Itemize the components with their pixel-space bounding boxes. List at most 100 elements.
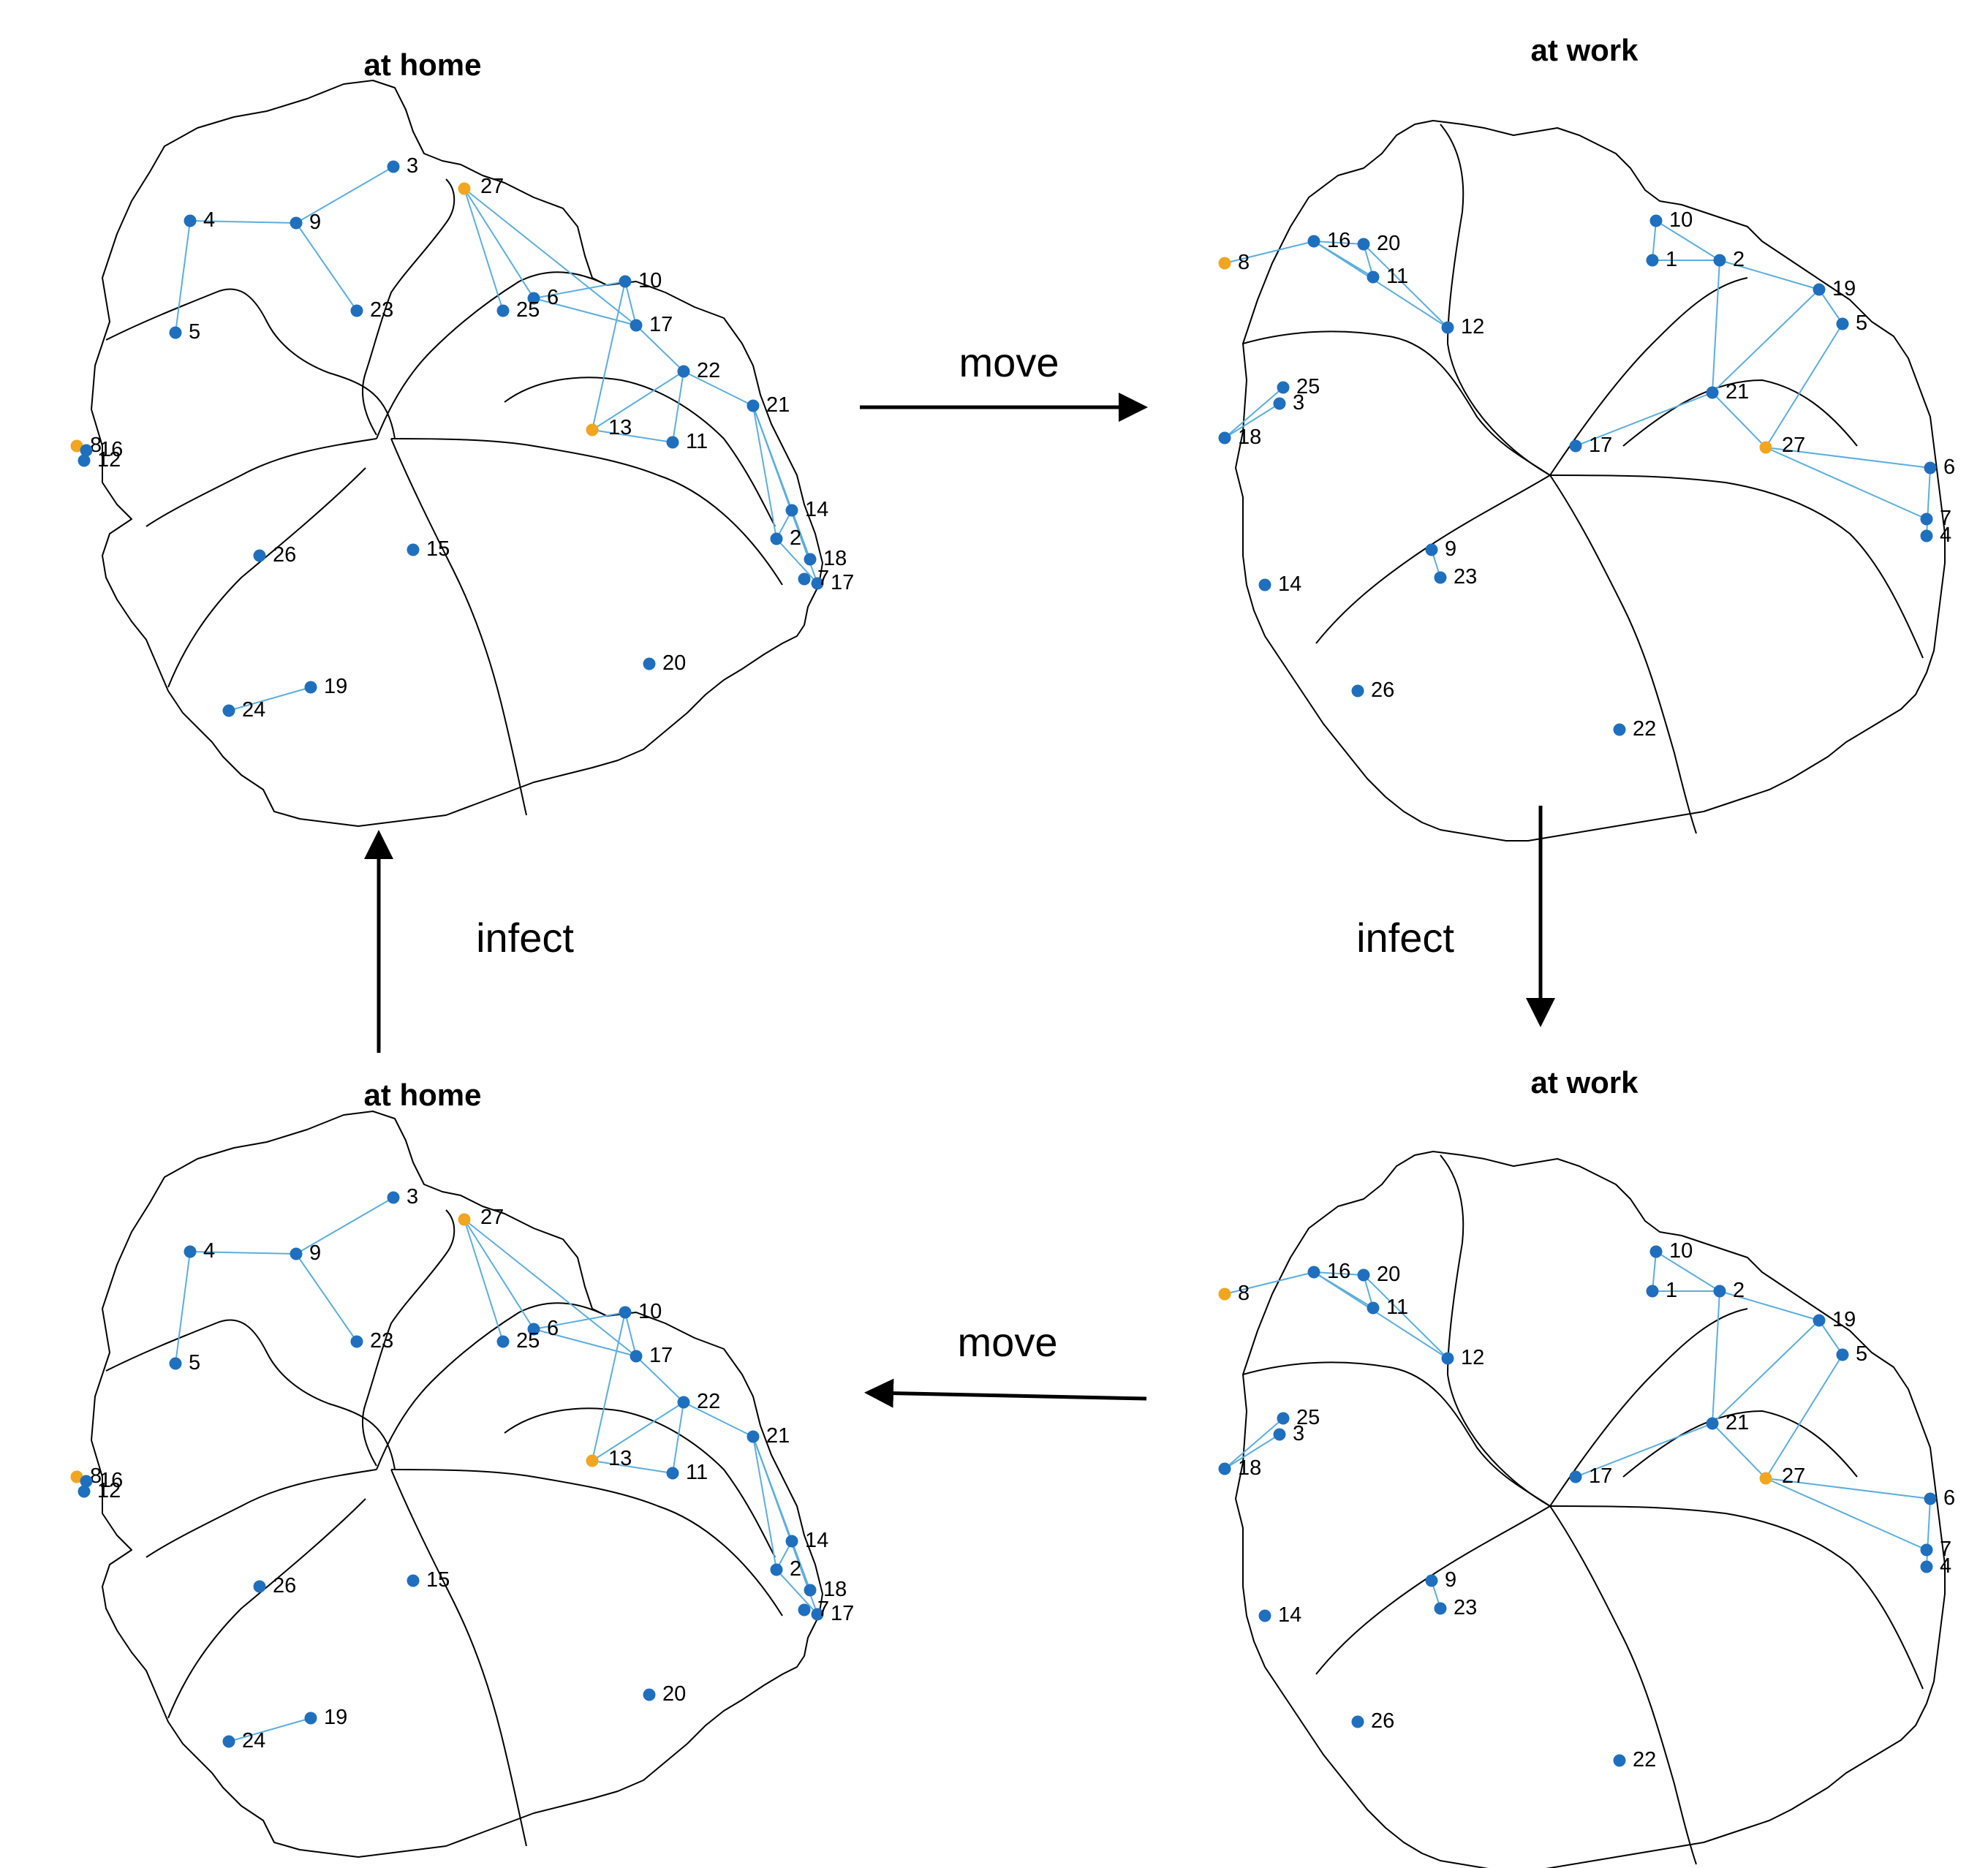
contact-edge <box>1712 289 1820 393</box>
person-label: 21 <box>766 1424 790 1448</box>
contact-edge <box>635 1355 684 1403</box>
person-node <box>770 532 783 545</box>
contact-edge <box>228 1717 311 1742</box>
person-node <box>184 214 197 227</box>
person-label: 22 <box>1633 717 1656 741</box>
contact-edge <box>1765 447 1931 469</box>
person-node <box>1218 1462 1231 1475</box>
title-home-top: at home <box>363 48 481 82</box>
person-label: 7 <box>817 1597 829 1621</box>
road-line <box>1440 124 1551 476</box>
infected-person-node <box>1218 257 1231 270</box>
person-node <box>290 216 303 230</box>
person-node <box>1649 1245 1663 1258</box>
infected-person-node <box>1218 1287 1231 1301</box>
person-node <box>78 454 91 467</box>
person-label: 18 <box>823 547 847 570</box>
person-node <box>798 1603 811 1616</box>
person-label: 7 <box>1940 1538 1951 1561</box>
island-outline <box>1235 120 1946 842</box>
person-label: 10 <box>638 269 662 292</box>
contact-edge <box>1313 1271 1364 1276</box>
contact-edge <box>683 371 754 407</box>
person-node <box>1425 543 1438 556</box>
contact-edge <box>295 222 358 311</box>
road-line <box>1622 379 1858 447</box>
person-node <box>1646 1285 1659 1298</box>
person-label: 13 <box>608 1447 632 1470</box>
person-node <box>804 553 817 566</box>
person-label: 3 <box>407 1185 418 1209</box>
person-label: 5 <box>189 320 200 344</box>
contact-edge <box>1224 241 1315 264</box>
infected-person-node <box>70 439 83 453</box>
person-node <box>222 1735 235 1748</box>
road-line <box>504 1407 776 1558</box>
person-label: 14 <box>1278 572 1301 596</box>
person-label: 24 <box>242 698 265 722</box>
person-node <box>666 436 679 449</box>
infected-person-node <box>458 1213 471 1226</box>
contact-edge <box>592 281 626 431</box>
person-node <box>350 1335 363 1348</box>
contact-edge <box>592 429 673 443</box>
contact-edge <box>533 281 626 299</box>
contact-edge <box>175 220 191 333</box>
road-line <box>1440 1154 1551 1507</box>
person-node <box>1613 723 1626 736</box>
road-line <box>1315 1505 1551 1675</box>
contact-edge <box>1224 387 1284 439</box>
person-label: 16 <box>1327 229 1350 252</box>
person-label: 5 <box>1856 1342 1867 1366</box>
person-node <box>804 1584 817 1597</box>
contact-edge <box>464 1219 637 1357</box>
person-label: 17 <box>831 571 854 594</box>
person-label: 6 <box>547 1317 559 1340</box>
person-node <box>1351 1715 1364 1728</box>
person-node <box>1613 1754 1626 1767</box>
person-node <box>1367 1301 1380 1315</box>
road-line <box>145 1469 377 1558</box>
person-label: 16 <box>99 1469 123 1492</box>
person-node <box>1713 1285 1726 1298</box>
person-node <box>770 1563 783 1576</box>
person-node <box>677 365 690 378</box>
person-label: 7 <box>1940 507 1951 530</box>
contact-edge <box>464 1219 504 1342</box>
contact-edge <box>533 298 637 326</box>
person-label: 17 <box>1589 1464 1612 1488</box>
person-label: 20 <box>662 1682 686 1706</box>
contact-edge <box>1712 1423 1766 1479</box>
contact-edge <box>189 1251 297 1255</box>
person-label: 13 <box>608 416 632 439</box>
person-node <box>1924 461 1937 474</box>
person-label: 17 <box>649 313 673 336</box>
person-node <box>1425 1574 1438 1587</box>
person-label: 9 <box>309 211 321 234</box>
person-node <box>677 1396 690 1409</box>
person-node <box>619 1306 632 1319</box>
move-left-label: move <box>958 1319 1058 1365</box>
contact-edge <box>624 1312 637 1357</box>
contact-edge <box>1313 1271 1448 1359</box>
person-node <box>169 326 182 339</box>
person-label: 18 <box>1238 1456 1261 1480</box>
person-label: 12 <box>1461 1346 1484 1369</box>
person-label: 27 <box>480 1206 504 1229</box>
person-node <box>407 543 420 556</box>
infected-person-node <box>1759 441 1772 454</box>
person-node <box>169 1357 182 1370</box>
person-node <box>1920 529 1933 542</box>
person-node <box>1813 283 1826 296</box>
contact-edge <box>1313 241 1448 328</box>
person-node <box>1258 1609 1271 1622</box>
person-node <box>290 1247 303 1260</box>
person-label: 26 <box>273 1574 296 1597</box>
person-node <box>643 657 656 670</box>
person-node <box>1924 1492 1937 1505</box>
person-label: 11 <box>1386 265 1408 288</box>
road-line <box>504 377 776 527</box>
person-node <box>496 304 510 317</box>
person-label: 17 <box>649 1344 673 1367</box>
